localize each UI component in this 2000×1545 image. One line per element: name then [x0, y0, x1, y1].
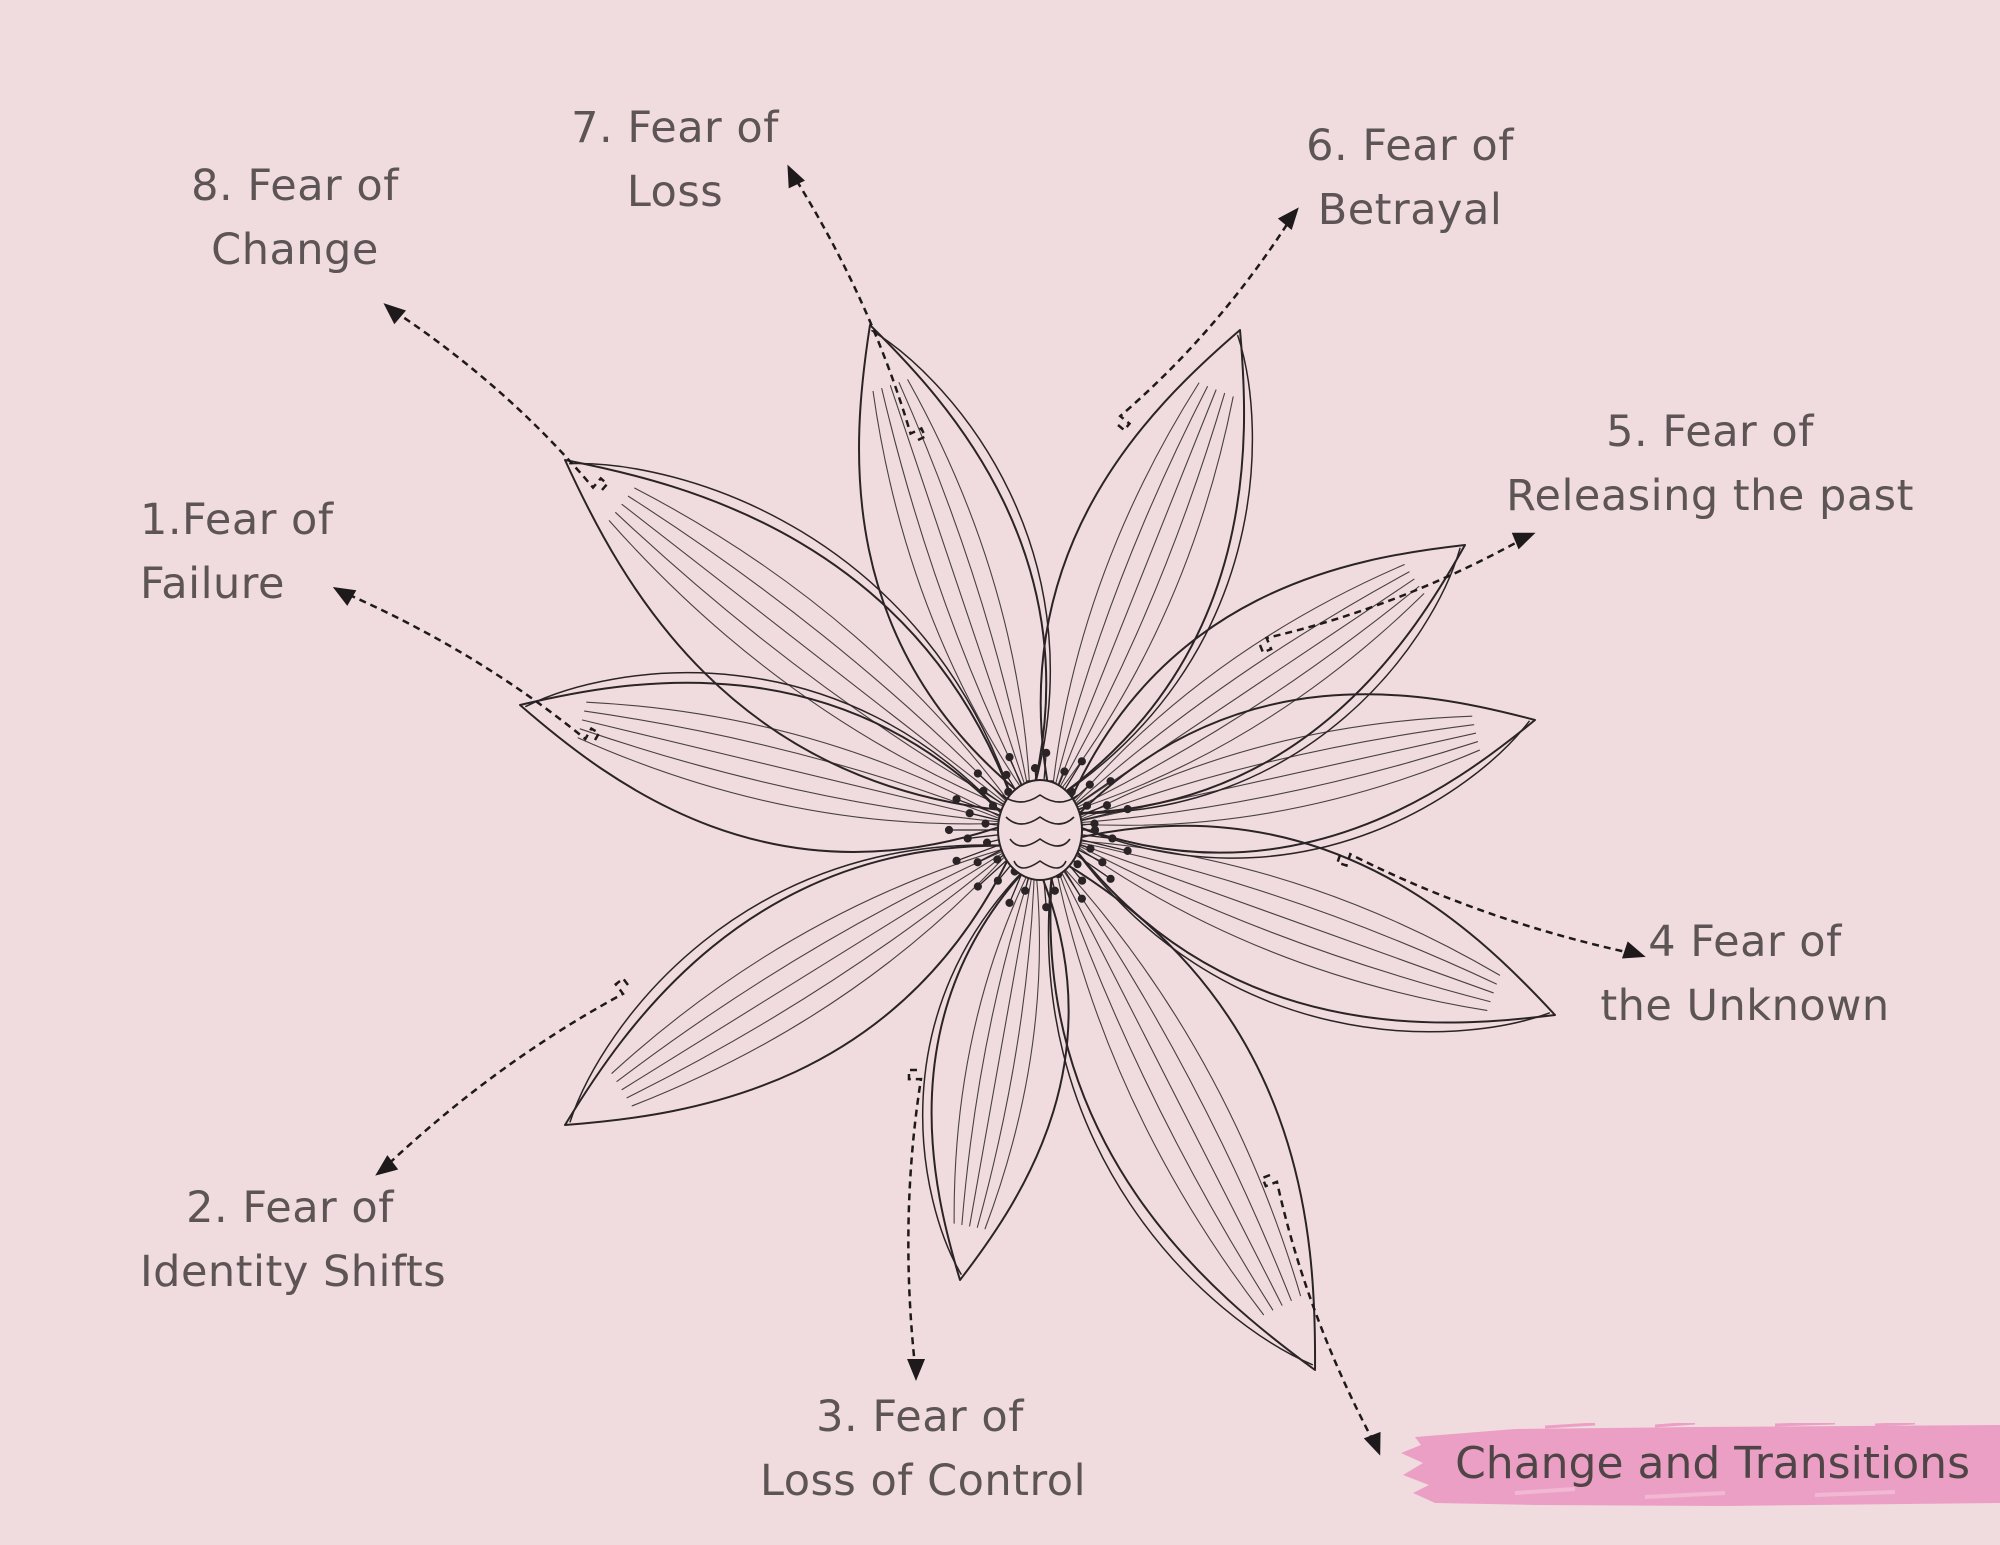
- banner-title: Change and Transitions: [1455, 1438, 1970, 1489]
- anther: [952, 795, 961, 804]
- petal: [1039, 329, 1254, 804]
- arrow-head: [1277, 207, 1299, 231]
- arrow-head: [1621, 941, 1646, 959]
- arrow-head: [332, 586, 357, 606]
- anther: [1082, 801, 1092, 810]
- petal: [1068, 693, 1536, 859]
- anther: [952, 856, 961, 865]
- anther: [1030, 763, 1040, 773]
- anther: [979, 786, 988, 795]
- anther: [1123, 805, 1132, 814]
- arrow-leader: [907, 1068, 923, 1376]
- anther: [1123, 846, 1132, 855]
- anther: [1108, 834, 1117, 843]
- anther: [993, 855, 1002, 864]
- anther: [944, 825, 954, 835]
- petal: [519, 671, 1012, 853]
- petal: [564, 844, 1016, 1126]
- anther: [1098, 858, 1107, 867]
- arrow-leader: [1117, 211, 1297, 432]
- petal: [1047, 855, 1317, 1371]
- brush-stroke: [1401, 1423, 2000, 1506]
- anther: [1106, 874, 1115, 883]
- pistil-scale: [1001, 794, 1079, 803]
- arrow-head: [787, 164, 805, 189]
- anther: [993, 876, 1003, 885]
- arrow-leader: [337, 588, 601, 741]
- flower-center: [944, 748, 1132, 912]
- anther: [1106, 777, 1115, 786]
- anther: [1002, 770, 1011, 780]
- anther: [1021, 886, 1030, 895]
- anther: [1005, 753, 1014, 762]
- anther: [982, 838, 992, 847]
- anther: [1005, 898, 1014, 907]
- anther: [1077, 876, 1087, 885]
- anther: [1042, 903, 1051, 912]
- arrow-head: [375, 1155, 399, 1176]
- anther: [963, 834, 972, 843]
- arrow-leaders: [337, 169, 1641, 1451]
- petal: [922, 858, 1070, 1281]
- petal: [564, 459, 1018, 813]
- anther: [1085, 780, 1094, 789]
- flower-petals: [519, 324, 1556, 1371]
- arrow-leader: [387, 305, 609, 491]
- anther: [1102, 801, 1112, 810]
- pistil-scale: [1013, 860, 1067, 869]
- arrow-head: [383, 303, 407, 325]
- arrow-head: [907, 1358, 926, 1381]
- arrow-leader: [1335, 852, 1641, 957]
- anther: [973, 858, 982, 867]
- petal: [858, 324, 1051, 803]
- arrow-heads: [332, 164, 1646, 1456]
- arrow-head: [1511, 532, 1536, 550]
- anther: [1086, 844, 1095, 853]
- anther: [1060, 767, 1069, 776]
- arrow-leader: [1258, 533, 1531, 655]
- anther: [1042, 748, 1051, 757]
- title-banner: Change and Transitions: [1395, 1423, 2000, 1507]
- anther: [1090, 825, 1100, 835]
- anther: [1077, 757, 1086, 766]
- pistil-head: [997, 779, 1083, 881]
- pistil-scale: [1005, 816, 1075, 825]
- anther: [1050, 886, 1059, 895]
- anther: [973, 882, 982, 891]
- arrow-leader: [379, 976, 629, 1173]
- anther: [1090, 819, 1099, 828]
- anther: [1073, 860, 1082, 869]
- petal: [1067, 824, 1556, 1033]
- anther: [973, 769, 982, 778]
- anther: [981, 819, 990, 828]
- arrow-head: [1363, 1431, 1381, 1456]
- arrow-leader: [788, 169, 927, 442]
- pistil-scale: [1009, 838, 1071, 847]
- anther: [988, 801, 998, 810]
- anther: [965, 809, 974, 818]
- anther: [1077, 894, 1086, 903]
- arrow-leader: [1260, 1173, 1380, 1451]
